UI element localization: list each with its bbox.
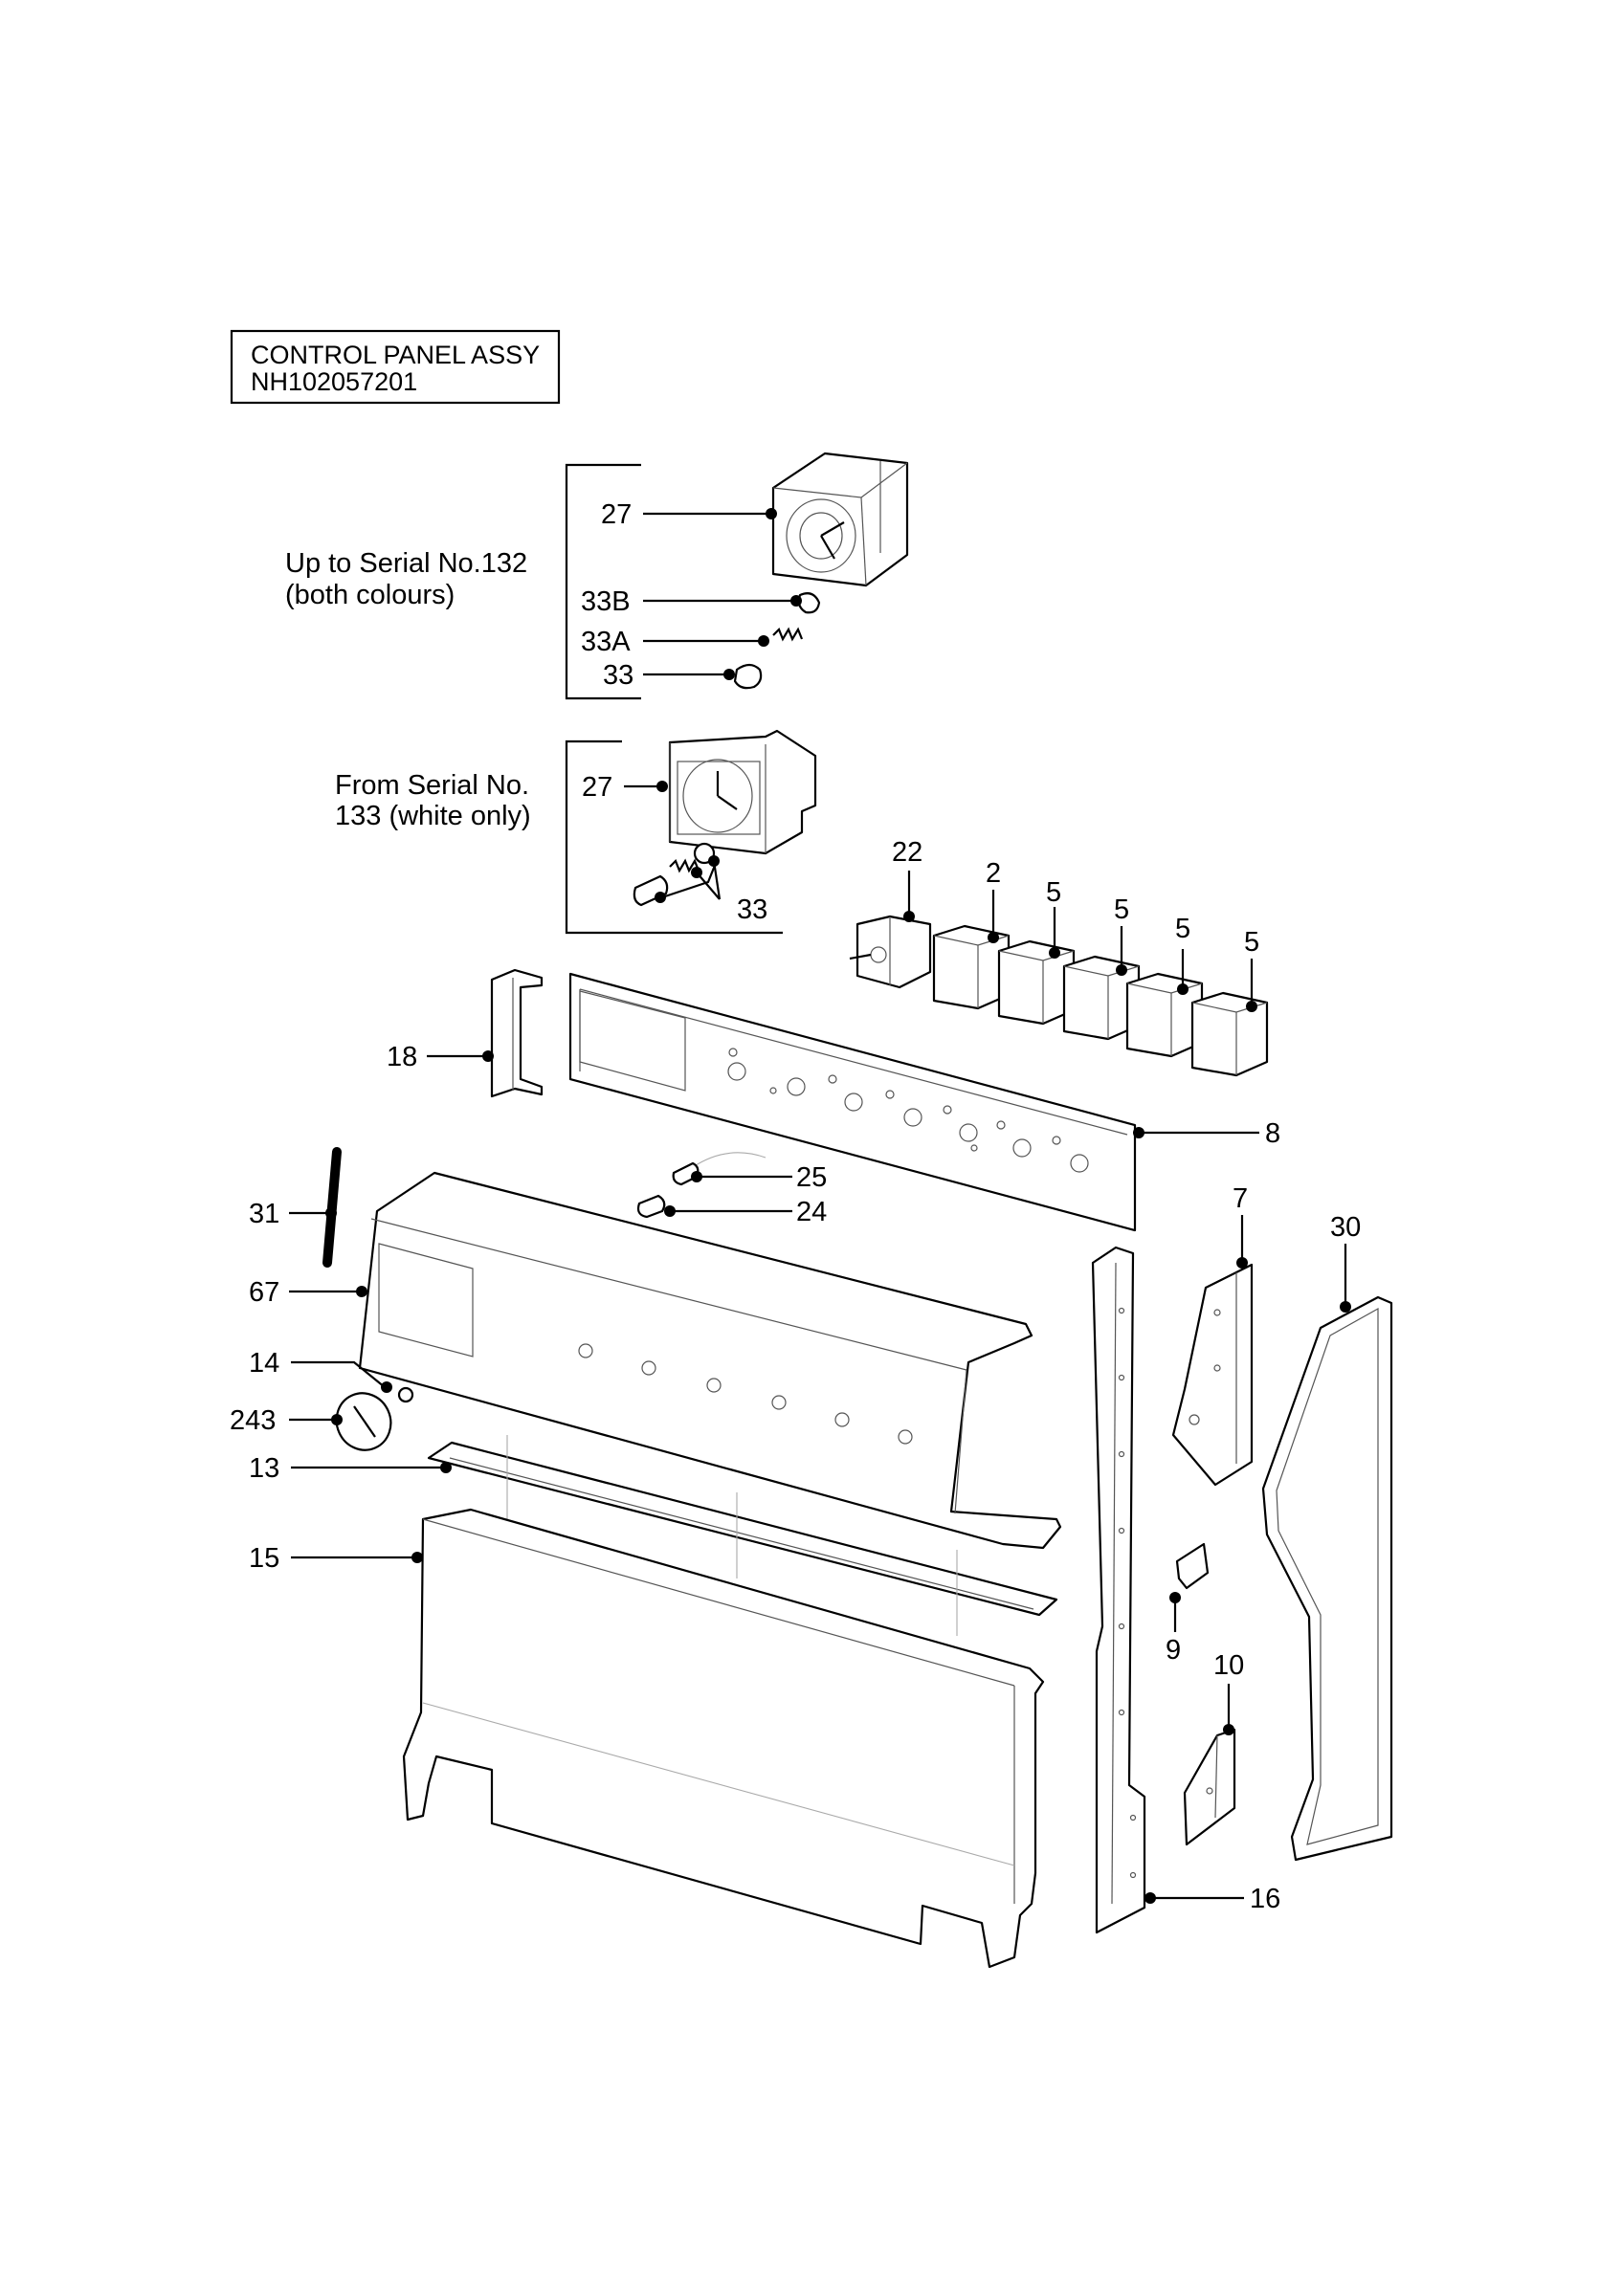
callout-15: 15: [249, 1543, 279, 1574]
fascia-67: 67: [249, 1171, 1062, 1550]
parts-24-25: 25 24: [636, 1152, 827, 1227]
callout-33a: 33A: [581, 627, 631, 657]
new-knob-parts: [633, 842, 716, 907]
switch-2: [932, 924, 1011, 1010]
spring-33a: [772, 627, 804, 642]
new-timer-group-label-line2: 133 (white only): [335, 801, 531, 831]
fascia-holes: [578, 1343, 913, 1445]
rail-13: 13: [249, 1435, 1058, 1636]
callout-33-old: 33: [603, 660, 633, 691]
callout-25: 25: [796, 1162, 827, 1193]
callout-30: 30: [1330, 1212, 1361, 1243]
switch-22: [849, 915, 932, 989]
title-block: CONTROL PANEL ASSY NH102057201: [230, 329, 561, 405]
side-channel-16: 16: [1091, 1246, 1280, 1934]
switch-row: 22 2 5 5 5 5: [849, 837, 1269, 1077]
switch-5d: [1190, 991, 1269, 1077]
callout-7: 7: [1233, 1183, 1248, 1214]
callout-24: 24: [796, 1197, 827, 1227]
old-timer-group-label-line1: Up to Serial No.132: [285, 548, 527, 579]
old-timer-group-label-line2: (both colours): [285, 580, 455, 610]
back-plate-8: 8: [568, 972, 1280, 1232]
callout-16: 16: [1250, 1884, 1280, 1914]
knob-cap-33b: [797, 592, 821, 614]
knob-33: [733, 663, 763, 690]
new-timer-unit: [668, 729, 817, 855]
callout-18: 18: [387, 1042, 417, 1072]
new-timer-group: From Serial No. 133 (white only) 27 33: [335, 729, 817, 935]
callout-9: 9: [1166, 1635, 1181, 1666]
callout-31: 31: [249, 1199, 279, 1229]
switch-5c: [1125, 972, 1204, 1058]
old-timer-group: Up to Serial No.132 (both colours) 27 33…: [285, 452, 909, 700]
callout-243: 243: [230, 1405, 276, 1436]
bracket-7: 7: [1171, 1183, 1254, 1487]
callout-5-d: 5: [1244, 927, 1259, 958]
callout-33-new: 33: [737, 894, 767, 925]
back-plate-holes: [727, 1048, 1089, 1173]
bracket-10: 10: [1183, 1650, 1244, 1846]
new-timer-group-label-line1: From Serial No.: [335, 770, 529, 801]
callout-33b: 33B: [581, 586, 631, 617]
callout-10: 10: [1213, 1650, 1244, 1681]
callout-13: 13: [249, 1453, 279, 1484]
callout-67: 67: [249, 1277, 279, 1308]
channel-holes: [1118, 1307, 1137, 1879]
callout-22: 22: [892, 837, 922, 868]
callout-2: 2: [986, 858, 1001, 889]
callout-5-c: 5: [1175, 914, 1190, 944]
title-block-name: CONTROL PANEL ASSY: [251, 341, 540, 369]
trim-strip-31: 31: [249, 1147, 342, 1268]
front-panel-15: 15: [249, 1508, 1045, 1969]
callout-14: 14: [249, 1348, 279, 1379]
switch-5a: [997, 939, 1076, 1026]
callout-5-a: 5: [1046, 877, 1061, 908]
knob-243: 14 243: [230, 1348, 414, 1451]
callout-5-b: 5: [1114, 894, 1129, 925]
title-block-part-number: NH102057201: [251, 367, 417, 396]
callout-27-new: 27: [582, 772, 612, 803]
side-trim-30: 30: [1261, 1212, 1393, 1862]
old-timer-unit: [771, 452, 909, 587]
callout-8: 8: [1265, 1118, 1280, 1149]
bracket-18: 18: [387, 968, 544, 1098]
callout-27-old: 27: [601, 499, 632, 530]
clip-9: 9: [1166, 1542, 1210, 1666]
